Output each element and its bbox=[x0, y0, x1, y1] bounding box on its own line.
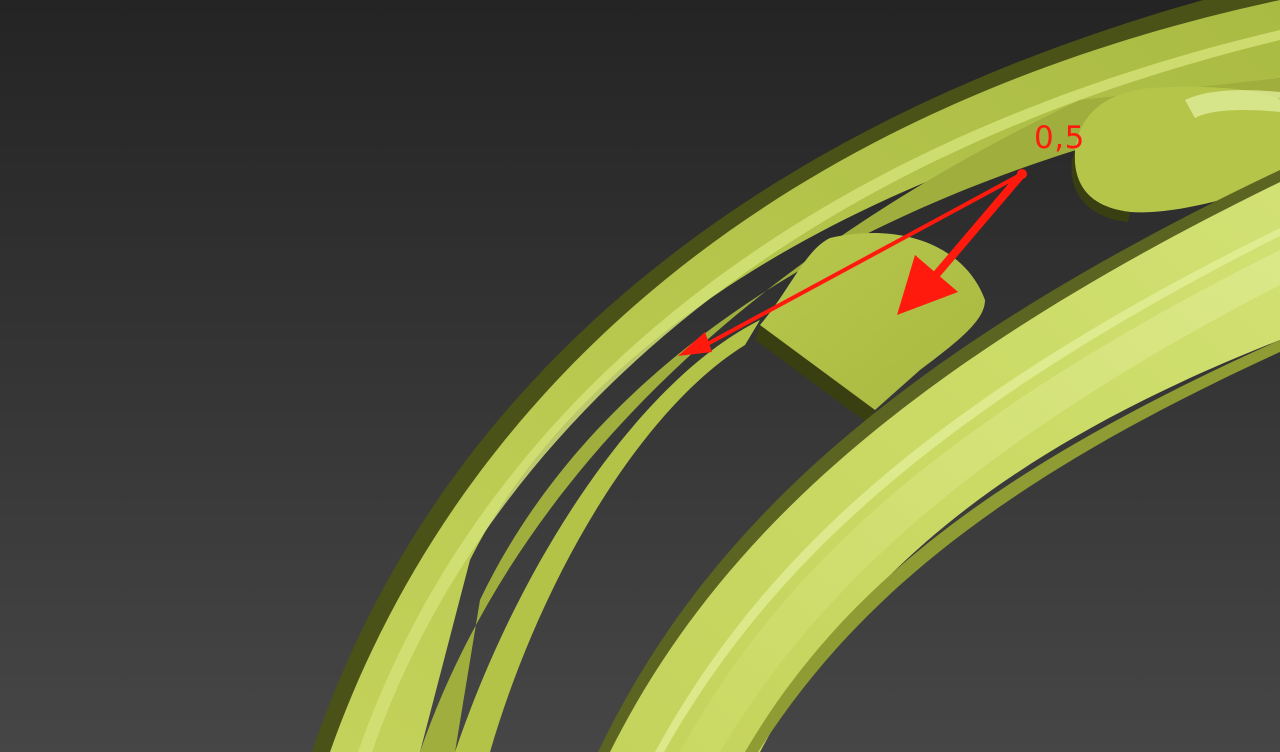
outer-ring-band bbox=[330, 0, 1280, 752]
dimension-arrows bbox=[678, 169, 1027, 356]
tab-right bbox=[1074, 86, 1280, 213]
arrow-icon bbox=[926, 170, 1026, 286]
arrow-origin-dot bbox=[1017, 169, 1027, 179]
tab-right-shadow bbox=[1071, 150, 1130, 222]
arrow-icon bbox=[678, 332, 712, 356]
arrow-icon bbox=[897, 255, 958, 315]
outer-ring-lip bbox=[455, 320, 760, 752]
tab-right-cutout bbox=[1185, 90, 1280, 118]
dimension-label: 0,5 bbox=[1034, 120, 1085, 156]
arrow-icon bbox=[698, 172, 1024, 350]
tab-shadow-face bbox=[755, 325, 875, 425]
inner-ring-bevel bbox=[680, 250, 1280, 752]
